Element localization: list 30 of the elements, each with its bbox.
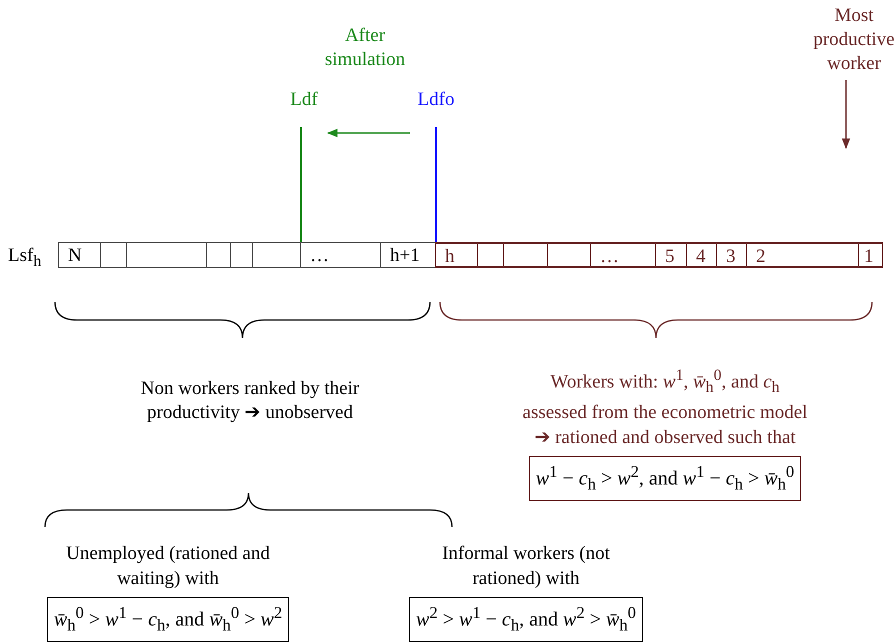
rank-cell: 5 xyxy=(655,242,687,268)
rank-cell: 3 xyxy=(716,242,747,268)
empty-cell xyxy=(100,242,127,268)
formula-box: w̄$_{h}$$^{0}$ > w$^{1}$ − c$_{h}$, and w̄$_{h}$$^{0}$ > w$^{2}$ xyxy=(46,597,290,642)
marker-label: Ldfo xyxy=(416,88,456,112)
empty-cell xyxy=(206,242,231,268)
callout-text: Most productive worker xyxy=(812,4,896,76)
annotation-text: After simulation xyxy=(324,24,406,72)
rank-cell: N xyxy=(58,242,101,268)
row-label: Lsf$_{h}$ xyxy=(8,244,42,272)
empty-cell xyxy=(503,242,548,268)
rank-cell: h+1 xyxy=(380,242,436,268)
arrow xyxy=(326,128,410,138)
rank-cell: 1 xyxy=(858,242,883,268)
rank-cell: … xyxy=(590,242,656,268)
description-text: Unemployed (rationed and waiting) with xyxy=(65,542,271,591)
empty-cell xyxy=(477,242,504,268)
empty-cell xyxy=(126,242,207,268)
description-text: Workers with: w$^{1}$, w̄$_{h}$$^{0}$, and c$_{h}$ assessed from the econometric model ➔ rationed and observed such that xyxy=(522,366,808,450)
rank-cell: … xyxy=(300,242,381,268)
arrow xyxy=(842,80,850,150)
description-text: Non workers ranked by their productivity ➔ unobserved xyxy=(140,377,360,425)
empty-cell xyxy=(252,242,301,268)
marker-label: Ldf xyxy=(289,88,319,112)
empty-cell xyxy=(547,242,591,268)
rank-cell: 2 xyxy=(746,242,859,268)
empty-cell xyxy=(230,242,253,268)
description-text: Informal workers (not rationed) with xyxy=(441,542,611,591)
rank-cell: h xyxy=(435,242,478,268)
rank-cell: 4 xyxy=(686,242,717,268)
